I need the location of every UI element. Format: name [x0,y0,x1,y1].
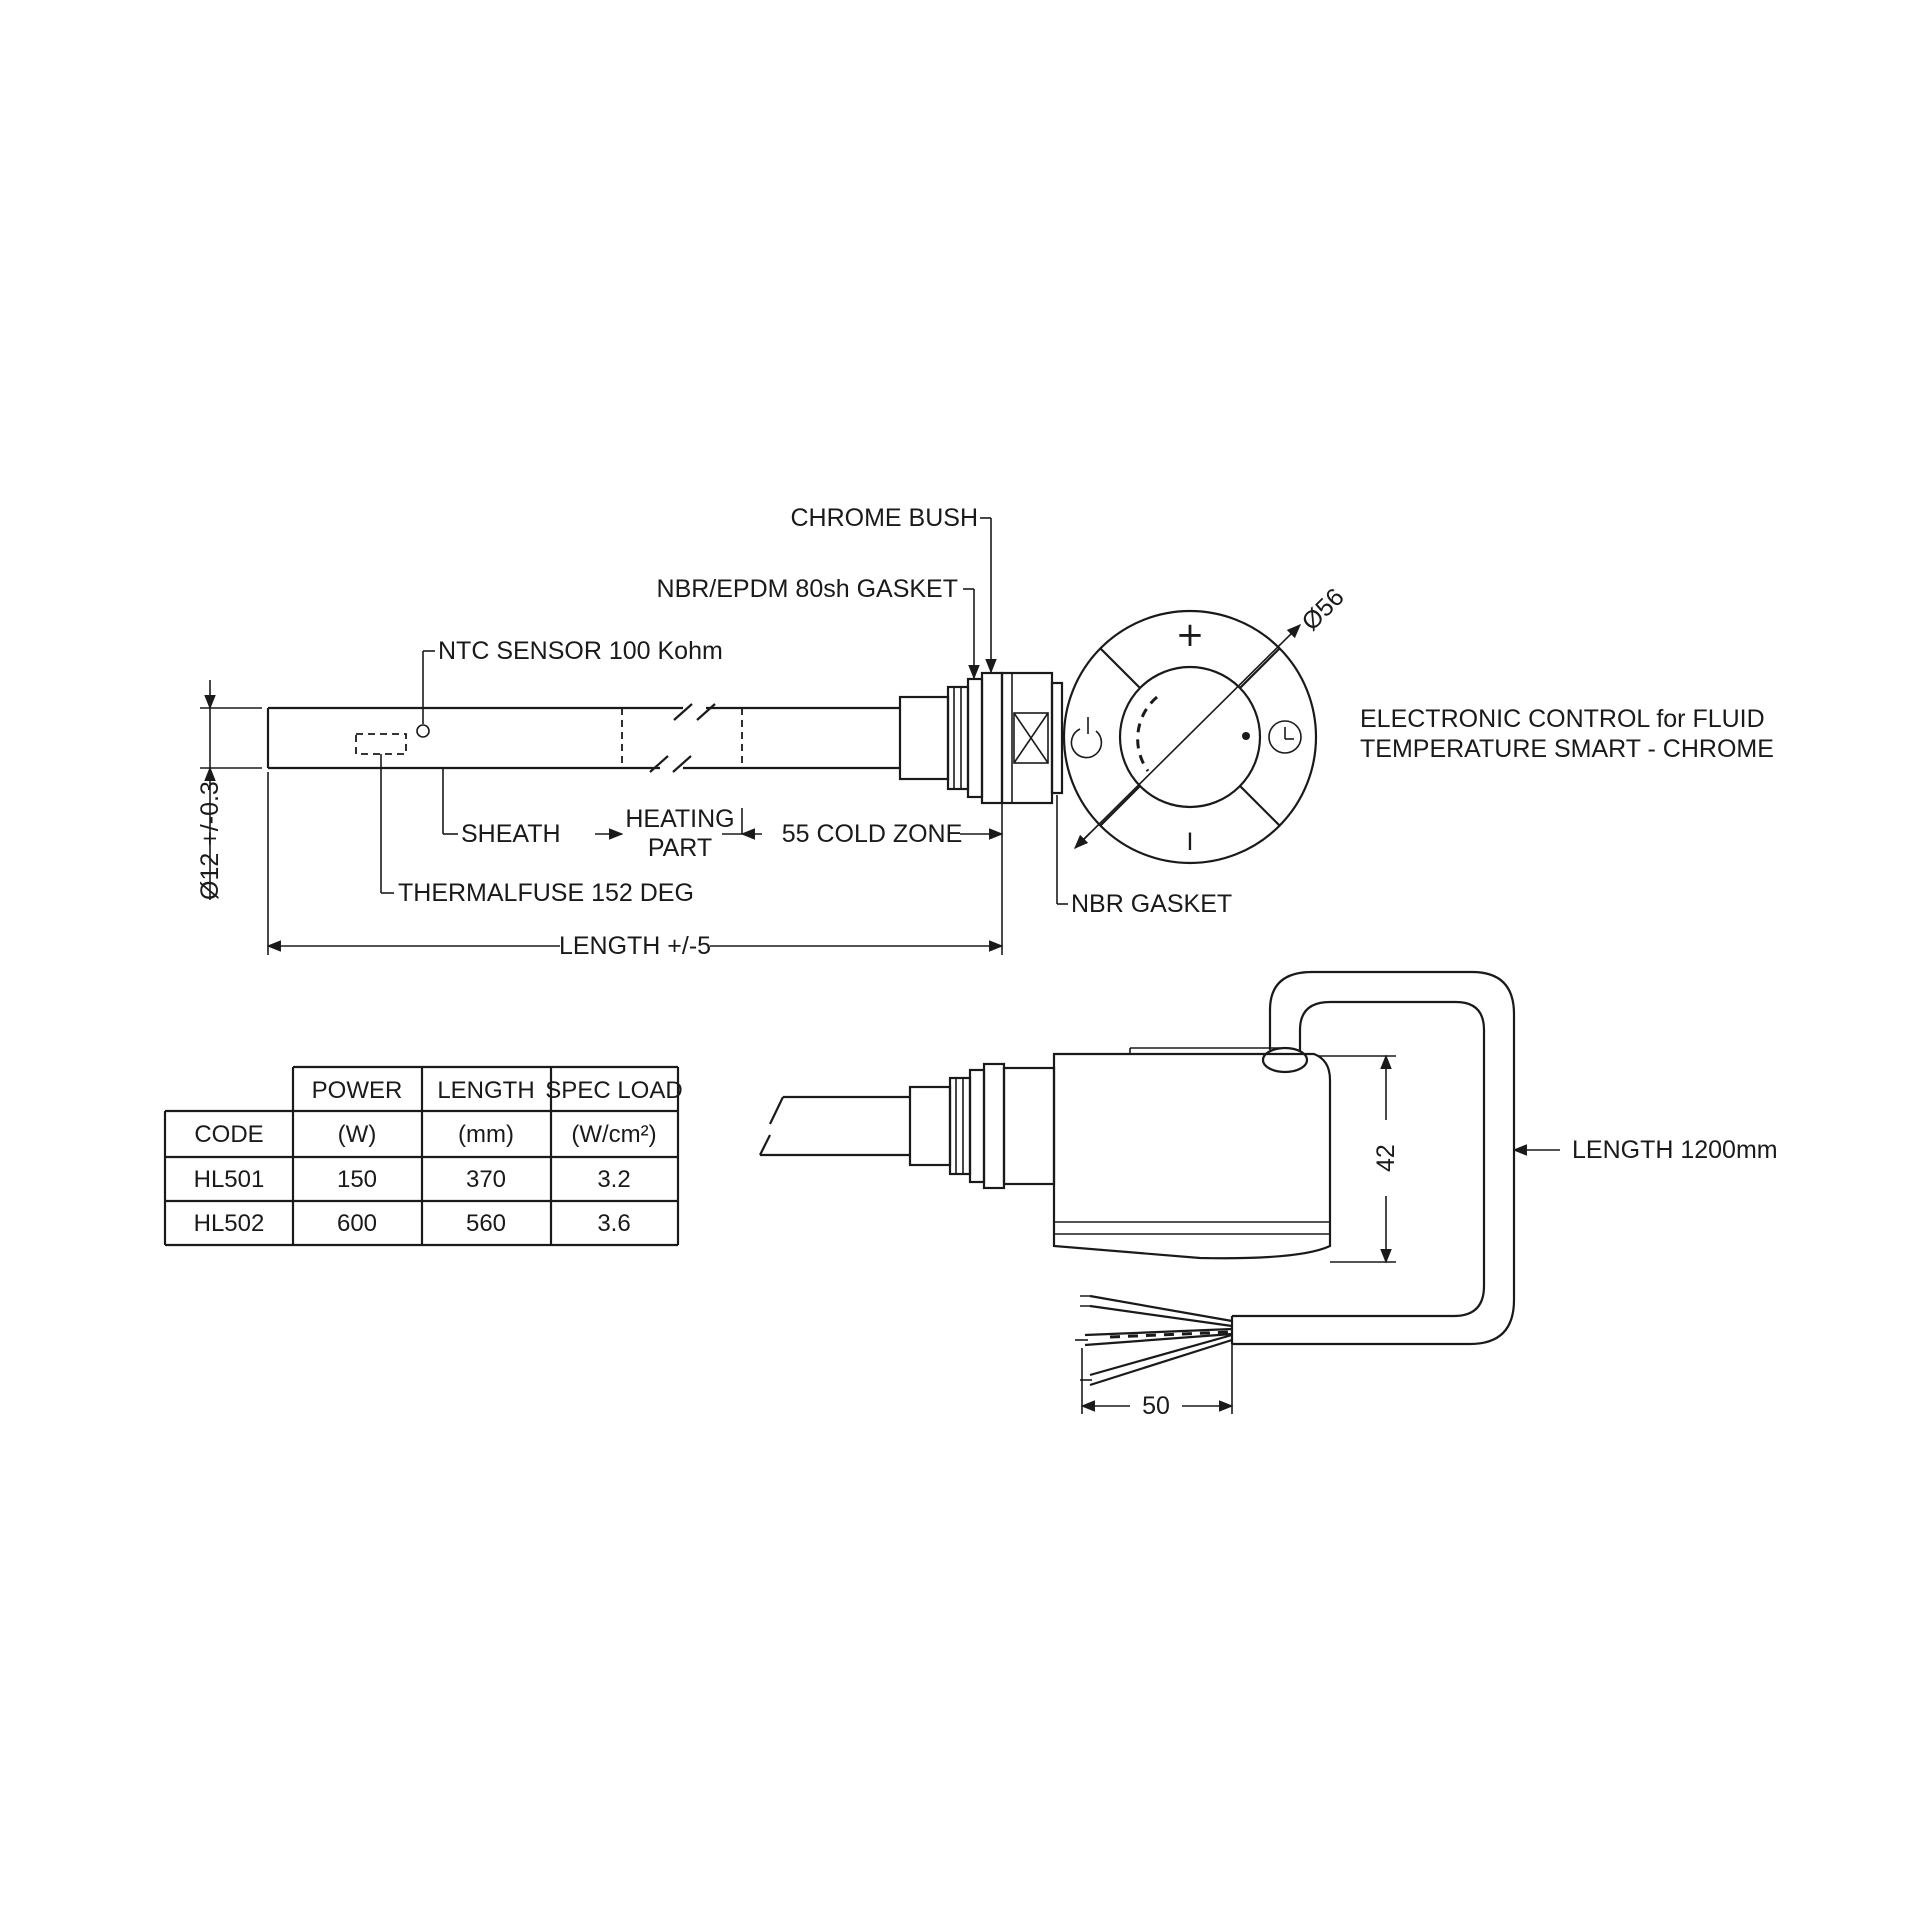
diameter-56-label: Ø56 [1296,583,1349,636]
table-cell: 600 [337,1210,377,1237]
nbr-epdm-gasket-label: NBR/EPDM 80sh GASKET [657,575,958,603]
control-housing-side-view [759,970,1516,1387]
control-head-front-view: + I Ø56 [1062,583,1350,865]
control-description-line2: TEMPERATURE SMART - CHROME [1360,735,1774,763]
chrome-bush-label: CHROME BUSH [790,504,978,532]
header-unit-mm: (mm) [458,1121,514,1148]
spec-table: POWER LENGTH SPEC LOAD CODE (W) (mm) (W/… [163,1065,683,1247]
table-cell: 150 [337,1166,377,1193]
table-cell: 3.6 [597,1210,630,1237]
header-length: LENGTH [437,1077,534,1104]
heating-part-label-line2: PART [648,834,712,862]
minus-symbol: I [1187,828,1194,856]
nbr-gasket-label: NBR GASKET [1071,890,1232,918]
top-annotations: CHROME BUSH NBR/EPDM 80sh GASKET NTC SEN… [196,504,1774,960]
diameter-12-label: Ø12 +/-0.3 [196,781,224,900]
sheath-label: SHEATH [461,820,561,848]
control-description-line1: ELECTRONIC CONTROL for FLUID [1360,705,1765,733]
bottom-dimensions: 42 50 LENGTH 1200mm [1080,1054,1778,1420]
table-cell: 560 [466,1210,506,1237]
thermalfuse-label: THERMALFUSE 152 DEG [398,879,694,907]
header-power: POWER [312,1077,403,1104]
dim-50-label: 50 [1142,1392,1170,1420]
table-cell: 3.2 [597,1166,630,1193]
table-cell: 370 [466,1166,506,1193]
cable-length-label: LENGTH 1200mm [1572,1136,1778,1164]
cold-zone-label: 55 COLD ZONE [782,820,963,848]
header-unit-wcm2: (W/cm²) [571,1121,656,1148]
clock-icon [1268,720,1302,754]
heating-part-label-line1: HEATING [625,805,734,833]
header-unit-w: (W) [338,1121,377,1148]
dim-42-label: 42 [1372,1144,1400,1172]
header-spec-load: SPEC LOAD [545,1077,682,1104]
header-code: CODE [194,1121,263,1148]
heating-element-side-view [266,671,1064,805]
plus-symbol: + [1176,615,1205,655]
power-icon [1070,717,1103,759]
table-cell: HL502 [194,1210,265,1237]
overall-length-label: LENGTH +/-5 [559,932,711,960]
ntc-sensor-label: NTC SENSOR 100 Kohm [438,637,723,665]
table-cell: HL501 [194,1166,265,1193]
